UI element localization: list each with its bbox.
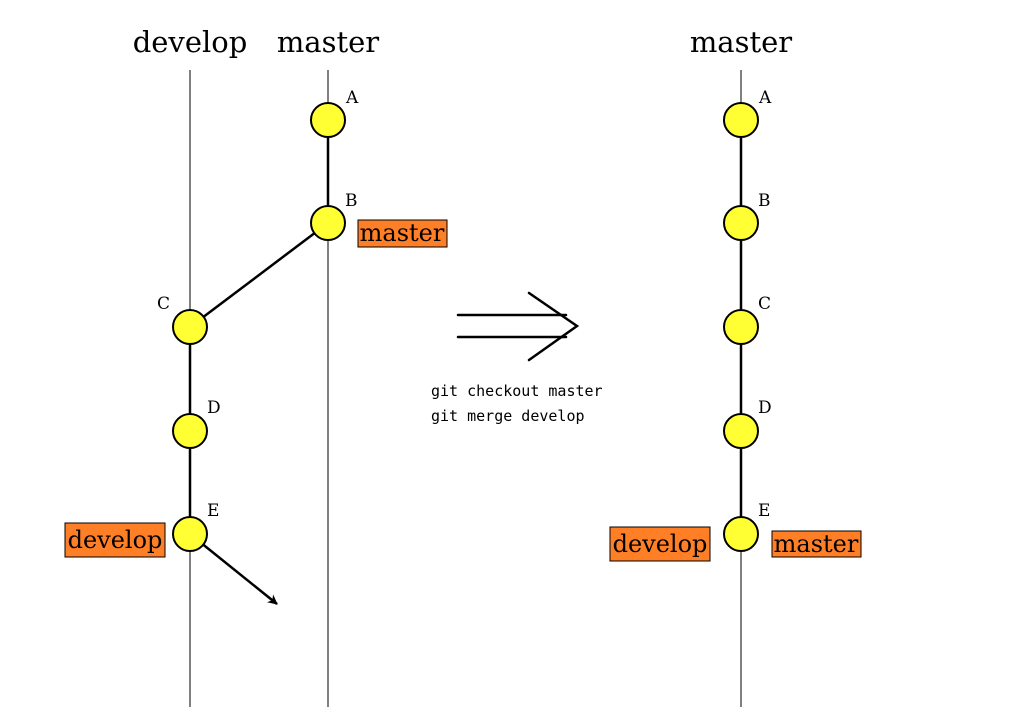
commit-node-e-result	[723, 516, 759, 552]
left-diagram: develop master A B C D E master develop	[64, 25, 448, 707]
commit-node-a	[310, 102, 346, 138]
lane-title-develop: develop	[133, 25, 248, 59]
commit-node-c-result	[723, 309, 759, 345]
commit-label-e-result: E	[758, 501, 770, 521]
lane-title-master-result: master	[690, 25, 792, 59]
edge-b-c	[189, 222, 329, 328]
commit-label-b-result: B	[758, 191, 771, 211]
commit-label-b: B	[345, 191, 358, 211]
commit-label-c-result: C	[758, 294, 771, 314]
commit-label-a: A	[345, 88, 359, 108]
svg-text:master: master	[360, 219, 445, 247]
svg-text:develop: develop	[68, 526, 163, 554]
lane-title-master: master	[277, 25, 379, 59]
commit-label-a-result: A	[758, 88, 772, 108]
commit-label-c: C	[157, 294, 170, 314]
branch-label-develop-result: develop	[609, 526, 711, 562]
transition: git checkout master git merge develop	[431, 291, 603, 425]
commit-node-b	[310, 205, 346, 241]
svg-text:master: master	[774, 530, 859, 558]
commit-node-d	[172, 413, 208, 449]
future-arrow	[189, 533, 278, 605]
commit-label-d-result: D	[758, 398, 772, 418]
command-line-1: git checkout master	[431, 382, 603, 400]
commit-node-d-result	[723, 413, 759, 449]
branch-label-develop: develop	[64, 522, 166, 558]
double-arrow-icon	[456, 291, 580, 362]
commit-node-b-result	[723, 205, 759, 241]
branch-label-master-result: master	[771, 530, 862, 558]
commit-label-e: E	[207, 501, 219, 521]
commit-node-c	[172, 309, 208, 345]
commit-node-e	[172, 516, 208, 552]
commit-label-d: D	[207, 398, 221, 418]
command-line-2: git merge develop	[431, 407, 585, 425]
right-diagram: master A B C D E develop master	[609, 25, 862, 707]
branch-label-master: master	[357, 219, 448, 248]
commit-node-a-result	[723, 102, 759, 138]
svg-text:develop: develop	[613, 530, 708, 558]
